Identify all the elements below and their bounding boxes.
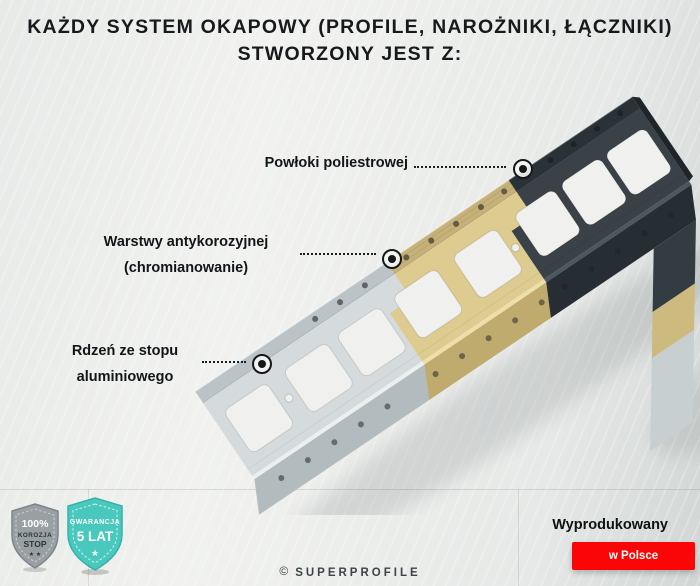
copyright-icon: ©	[279, 564, 289, 578]
callout-polyester-text: Powłoki poliestrowej	[264, 155, 408, 171]
leader-line-chromate	[300, 253, 376, 255]
hem-rib-2	[388, 183, 512, 267]
hem-highlight	[194, 96, 633, 393]
marker-chromate	[382, 249, 402, 269]
page-title: KAŻDY SYSTEM OKAPOWY (PROFILE, NAROŻNIKI…	[0, 14, 700, 68]
leader-line-core	[202, 361, 246, 363]
fold-polyester	[544, 181, 692, 283]
profile-shadow	[267, 225, 700, 515]
title-line-2: STWORZONY JEST Z:	[237, 43, 463, 65]
badge-gwarancja: GWARANCJA 5 LAT ★	[67, 497, 123, 575]
callout-core-line-1: Rdzeń ze stopu	[71, 343, 179, 359]
callout-chromate: Warstwy antykorozyjnej (chromianowanie)	[78, 229, 294, 281]
round-hole-core	[284, 393, 294, 403]
badge-gwarancja-value: 5 LAT	[77, 529, 114, 544]
round-hole-chromate	[511, 243, 521, 253]
badge-korozja-stop: STOP	[24, 539, 47, 549]
leader-line-polyester	[414, 166, 506, 168]
badge-korozja-word: KOROZJA	[18, 532, 52, 539]
made-in-poland-button[interactable]: w Polsce	[572, 542, 695, 570]
flange-chromate	[424, 282, 551, 401]
callout-core-line-2: aluminiowego	[76, 369, 174, 385]
end-flange-shadow	[652, 350, 700, 456]
callout-core: Rdzeń ze stopu aluminiowego	[40, 338, 210, 390]
callout-polyester: Powłoki poliestrowej	[150, 150, 408, 176]
hem-core	[195, 262, 395, 403]
badge-gwarancja-star: ★	[91, 548, 99, 558]
badge-korozja-stars: ★ ★	[29, 551, 41, 558]
brand-name: SUPERPROFILE	[295, 567, 421, 579]
badge-korozja-inner-border	[15, 508, 55, 563]
marker-core	[252, 354, 272, 374]
made-in-label: Wyprodukowany	[552, 517, 668, 533]
badge-gwarancja-word: GWARANCJA	[70, 519, 120, 526]
hem-chromate	[386, 180, 517, 274]
end-flange-chromate	[651, 283, 695, 359]
end-flange-core	[650, 329, 695, 452]
face-crease	[247, 174, 685, 470]
flange-holes	[278, 212, 674, 482]
marker-polyester	[513, 159, 533, 179]
badge-gwarancja-shadow	[81, 569, 109, 575]
flange-polyester	[546, 184, 696, 318]
badge-gwarancja-inner-border	[72, 503, 118, 564]
fold-core	[252, 361, 425, 480]
tile-line-vertical-right	[518, 489, 519, 586]
hem-rib-1	[391, 187, 514, 271]
badge-korozja-value: 100%	[22, 518, 50, 530]
badge-korozja-shadow	[23, 567, 47, 572]
callout-chromate-line-2: (chromianowanie)	[123, 260, 249, 276]
fold-chromate	[422, 279, 547, 365]
square-holes	[225, 129, 672, 453]
callout-chromate-line-1: Warstwy antykorozyjnej	[103, 234, 269, 250]
end-flange-polyester	[652, 220, 696, 313]
badge-gwarancja-shield	[67, 497, 123, 571]
title-line-1: KAŻDY SYSTEM OKAPOWY (PROFILE, NAROŻNIKI…	[27, 16, 673, 38]
footer-brand: © SUPERPROFILE	[0, 563, 700, 581]
badge-korozja-stop: 100% KOROZJA STOP ★ ★	[11, 503, 59, 572]
profile-end-cap	[632, 96, 693, 182]
flange-core	[254, 364, 430, 515]
profile-diagram	[194, 96, 700, 515]
